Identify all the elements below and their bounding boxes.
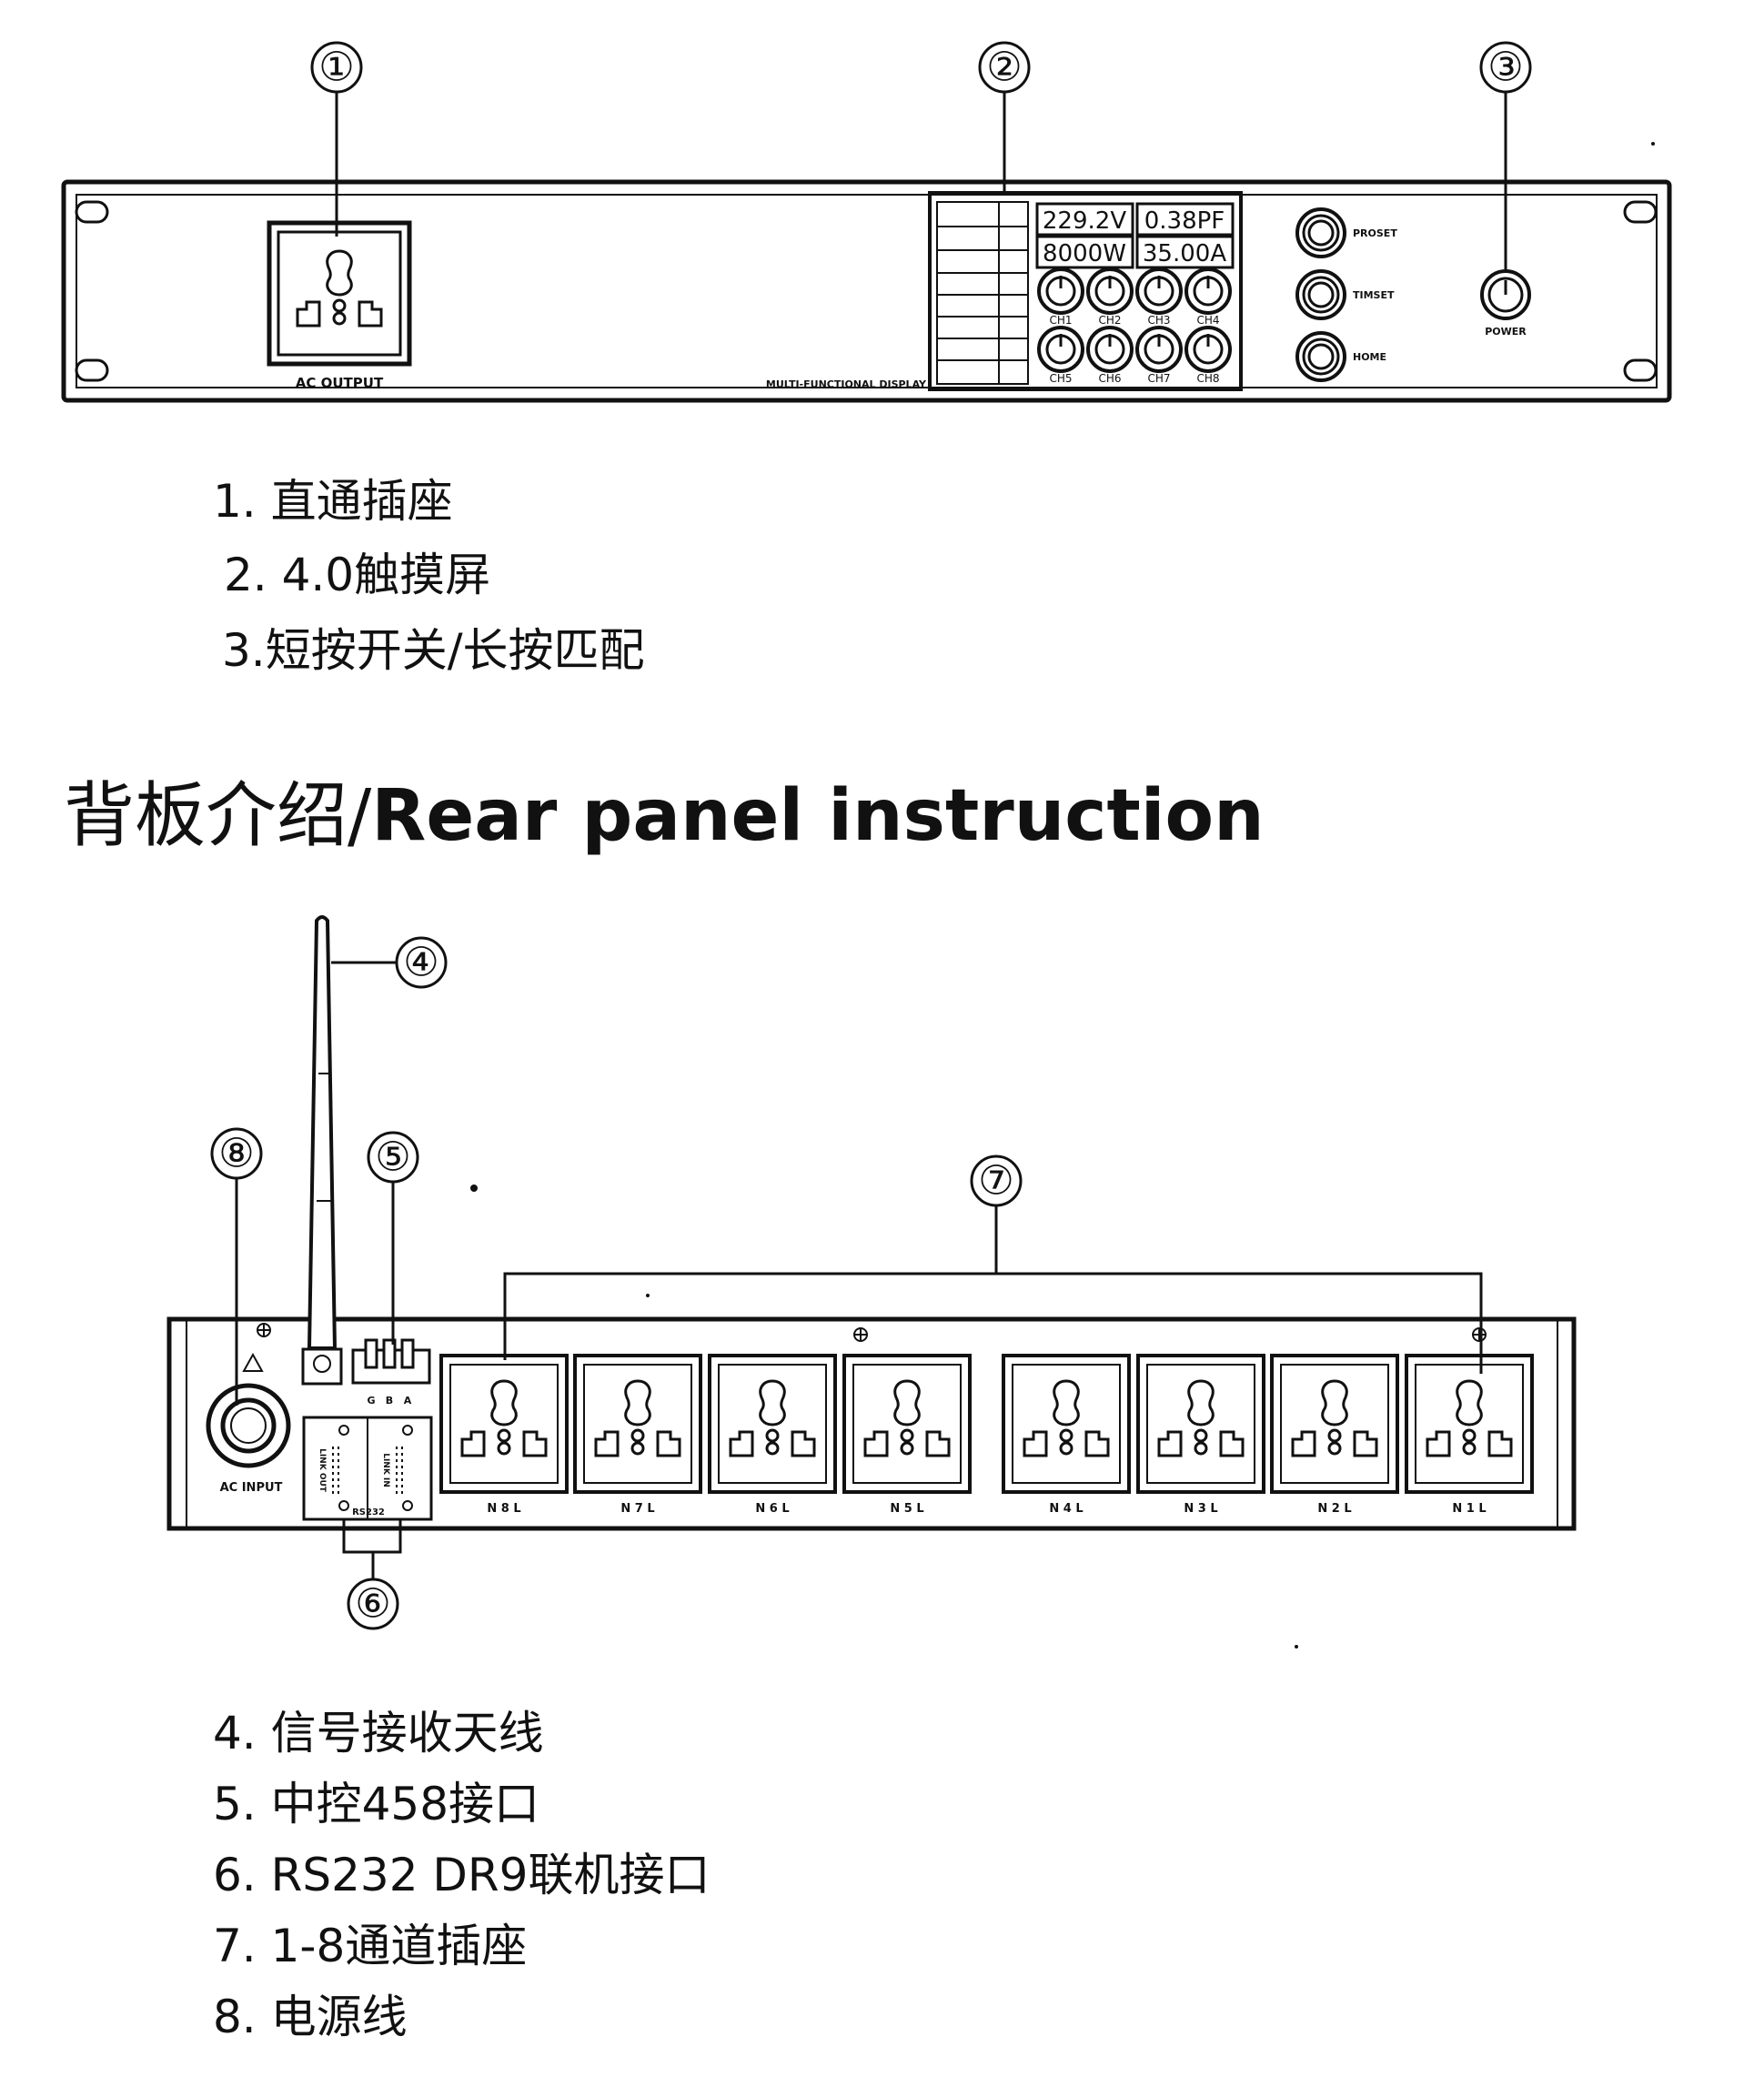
current-readout: 35.00A: [1143, 240, 1226, 267]
svg-text:③: ③: [1487, 45, 1523, 91]
callout-8: ⑧: [210, 1127, 263, 1406]
callout-2: ②: [978, 41, 1031, 193]
rs232-label: RS232: [352, 1507, 385, 1517]
voltage-readout: 229.2V: [1043, 207, 1126, 235]
ac-input-connector: [206, 1352, 291, 1468]
channel-outlets: N 8 L N 7 L N 6 L N 5 L N 4 L N 3 L N 2 L N 1 L: [439, 1354, 1534, 1516]
callout-1: ①: [310, 41, 363, 237]
link-out-label: LINK OUT: [318, 1448, 327, 1493]
callout-6: ⑥: [342, 1519, 402, 1630]
control-485-terminal: [351, 1338, 431, 1385]
ac-input-label: AC INPUT: [220, 1481, 283, 1495]
svg-text:①: ①: [318, 45, 354, 91]
channel-outlet: [708, 1354, 837, 1494]
channel-outlet: [1270, 1354, 1399, 1494]
terminal-g-label: G: [367, 1395, 375, 1406]
outlet-channel-label: N 1 L: [1452, 1502, 1486, 1516]
callout-4: ④: [331, 936, 448, 989]
multifunction-display: [928, 191, 1243, 391]
rs232-link-ports: [302, 1416, 433, 1521]
outlet-channel-label: N 8 L: [487, 1502, 520, 1516]
outlet-channel-label: N 5 L: [890, 1502, 923, 1516]
rack-slot-icon: [1623, 358, 1658, 382]
power-readout: 8000W: [1043, 240, 1126, 267]
channel-label: CH8: [1196, 372, 1219, 385]
rack-slot-icon: [75, 358, 109, 382]
outlet-channel-label: N 7 L: [620, 1502, 654, 1516]
channel-outlet: [842, 1354, 972, 1494]
rear-panel: AC INPUT G B A LINK OUT LINK IN RS232 N …: [166, 1316, 1577, 1531]
svg-text:④: ④: [403, 940, 438, 986]
channel-outlet: [1002, 1354, 1131, 1494]
power-factor-readout: 0.38PF: [1144, 207, 1225, 235]
rear-list-item: 7. 1-8通道插座: [213, 1920, 528, 1972]
channel-label: CH3: [1147, 314, 1170, 327]
channel-label: CH2: [1098, 314, 1121, 327]
channel-label: CH6: [1098, 372, 1121, 385]
front-panel: AC OUTPUT 229.2V 0.38PF 8000W: [61, 179, 1672, 403]
terminal-b-label: B: [386, 1395, 393, 1406]
svg-text:⑧: ⑧: [218, 1131, 254, 1177]
front-list-item: 1. 直通插座: [213, 475, 453, 528]
link-in-label: LINK IN: [381, 1453, 390, 1487]
channel-outlet: [573, 1354, 702, 1494]
proset-label: PROSET: [1353, 227, 1397, 239]
rear-heading-zh: 背板介绍/: [64, 775, 372, 857]
rack-slot-icon: [75, 200, 109, 224]
display-label: MULTI-FUNCTIONAL DISPLAY: [766, 378, 927, 390]
channel-outlet: [1136, 1354, 1265, 1494]
front-list-item: 2. 4.0触摸屏: [224, 549, 491, 601]
power-button[interactable]: [1480, 269, 1531, 320]
callout-3: ③: [1479, 41, 1532, 273]
timset-label: TIMSET: [1353, 289, 1395, 301]
power-label: POWER: [1485, 326, 1527, 338]
channel-label: CH5: [1049, 372, 1072, 385]
home-label: HOME: [1353, 351, 1386, 363]
svg-text:⑥: ⑥: [355, 1581, 390, 1628]
callout-5: ⑤: [367, 1131, 419, 1345]
rear-list-item: 6. RS232 DR9联机接口: [213, 1849, 711, 1901]
rear-list-item: 8. 电源线: [213, 1991, 408, 2043]
channel-label: CH4: [1196, 314, 1219, 327]
rear-list-item: 5. 中控458接口: [213, 1778, 540, 1830]
outlet-channel-label: N 4 L: [1049, 1502, 1083, 1516]
outlet-channel-label: N 3 L: [1184, 1502, 1217, 1516]
rack-slot-icon: [1623, 200, 1658, 224]
rear-heading-en: Rear panel instruction: [371, 775, 1265, 857]
callout-7: ⑦: [503, 1154, 1483, 1374]
ac-output-label: AC OUTPUT: [296, 375, 384, 391]
antenna: [307, 915, 338, 1350]
channel-label: CH7: [1147, 372, 1170, 385]
outlet-channel-label: N 6 L: [755, 1502, 789, 1516]
svg-text:⑦: ⑦: [978, 1158, 1013, 1205]
rear-panel-heading: 背板介绍/Rear panel instruction: [64, 781, 1265, 852]
front-list-item: 3.短按开关/长按匹配: [222, 624, 645, 677]
front-ac-output-socket: [267, 220, 412, 367]
svg-text:②: ②: [986, 45, 1022, 91]
terminal-a-label: A: [404, 1395, 412, 1406]
svg-text:⑤: ⑤: [375, 1134, 410, 1181]
channel-label: CH1: [1049, 314, 1072, 327]
outlet-channel-label: N 2 L: [1317, 1502, 1351, 1516]
channel-outlet: [1405, 1354, 1534, 1494]
rear-list-item: 4. 信号接收天线: [213, 1707, 544, 1759]
